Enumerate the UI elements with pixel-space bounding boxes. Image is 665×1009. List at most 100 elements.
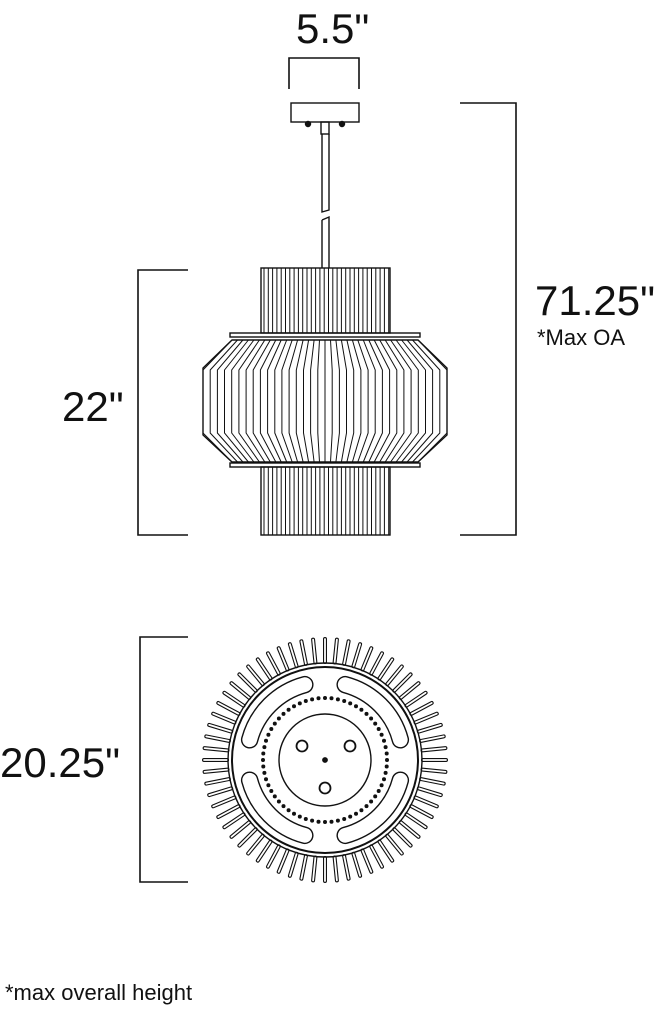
dot bbox=[303, 817, 308, 821]
center-dot bbox=[322, 757, 328, 763]
rib-inner bbox=[386, 834, 403, 855]
diameter-label: 20.25" bbox=[0, 739, 121, 786]
lower-cylinder bbox=[260, 466, 391, 536]
rib-inner bbox=[208, 787, 233, 796]
rib-inner bbox=[410, 702, 433, 715]
rib-inner bbox=[399, 682, 420, 699]
dot bbox=[292, 811, 296, 816]
rib-inner bbox=[277, 647, 289, 671]
lantern-rib bbox=[346, 339, 355, 463]
rib-inner bbox=[205, 778, 230, 785]
slot bbox=[240, 675, 314, 749]
dot bbox=[303, 699, 308, 703]
lantern-rib bbox=[351, 339, 362, 463]
lantern-rib bbox=[288, 339, 299, 463]
lantern-rib bbox=[245, 339, 266, 463]
dot bbox=[264, 738, 268, 743]
rib-inner bbox=[212, 796, 236, 808]
mount-hole bbox=[318, 781, 332, 795]
lantern-rib bbox=[368, 339, 383, 463]
rib-inner bbox=[405, 691, 427, 707]
rib-inner bbox=[352, 643, 362, 668]
dot bbox=[323, 820, 327, 824]
rib-inner bbox=[410, 805, 433, 818]
dot bbox=[354, 811, 358, 816]
lower-band bbox=[229, 462, 421, 468]
lantern-rib bbox=[357, 339, 369, 463]
rib-inner bbox=[420, 735, 445, 742]
rib-inner bbox=[247, 665, 264, 686]
rib-inner bbox=[256, 840, 272, 862]
dot bbox=[342, 817, 347, 821]
overall-height-bracket bbox=[460, 102, 517, 536]
lantern-rib bbox=[395, 339, 419, 463]
dot bbox=[359, 808, 364, 813]
rib-inner bbox=[208, 724, 233, 733]
lantern-rib bbox=[340, 339, 347, 463]
dot bbox=[266, 783, 271, 788]
mount-hole bbox=[295, 739, 309, 753]
dot bbox=[310, 697, 315, 702]
rib-inner bbox=[205, 735, 230, 742]
rib-inner bbox=[361, 647, 373, 671]
lantern-rib bbox=[252, 339, 271, 463]
rib-inner bbox=[223, 691, 245, 707]
mount-hole bbox=[343, 739, 357, 753]
bottom-rim-outer bbox=[227, 662, 423, 858]
rib-inner bbox=[230, 821, 251, 838]
dot bbox=[261, 764, 266, 769]
dot bbox=[264, 777, 268, 782]
footnote: *max overall height bbox=[5, 980, 193, 1005]
lantern-rib bbox=[362, 339, 376, 463]
lantern-rib bbox=[335, 339, 340, 463]
dot bbox=[261, 751, 266, 756]
dot bbox=[385, 758, 389, 762]
dot bbox=[329, 819, 334, 824]
dot bbox=[297, 701, 302, 706]
lantern-rib bbox=[417, 339, 448, 463]
rib-inner bbox=[267, 845, 280, 868]
rib-inner bbox=[333, 638, 338, 664]
rib-inner bbox=[370, 845, 383, 868]
dot bbox=[272, 794, 277, 799]
dot bbox=[276, 799, 281, 804]
fixture-height-bracket bbox=[137, 269, 188, 536]
rib-inner bbox=[343, 640, 350, 665]
lantern-rib bbox=[274, 339, 288, 463]
dot bbox=[329, 696, 334, 701]
rib-inner bbox=[343, 855, 350, 880]
dot bbox=[348, 701, 353, 706]
rib-inner bbox=[238, 673, 257, 692]
dot bbox=[281, 804, 286, 809]
dot bbox=[369, 716, 374, 721]
dot bbox=[272, 721, 277, 726]
dot bbox=[286, 707, 291, 712]
dot bbox=[359, 707, 364, 712]
lantern-rib bbox=[384, 339, 405, 463]
rib-inner bbox=[203, 768, 229, 773]
bottom-slots bbox=[240, 675, 410, 845]
dot bbox=[369, 799, 374, 804]
slot bbox=[240, 771, 314, 845]
bottom-rim-inner bbox=[231, 666, 419, 854]
rib-inner bbox=[333, 856, 338, 882]
lantern-rib bbox=[317, 339, 320, 463]
dot bbox=[379, 783, 384, 788]
lantern-rib bbox=[267, 339, 282, 463]
dot bbox=[384, 764, 389, 769]
rib-inner bbox=[277, 849, 289, 873]
rib-inner bbox=[300, 855, 307, 880]
fixture-height-label: 22" bbox=[62, 383, 124, 430]
dot bbox=[262, 770, 267, 775]
lantern-rib bbox=[216, 339, 244, 463]
dot bbox=[354, 704, 358, 709]
rib-inner bbox=[414, 712, 438, 724]
diameter-bracket bbox=[139, 636, 188, 883]
dot bbox=[292, 704, 296, 709]
rib-inner bbox=[288, 643, 298, 668]
rib-inner bbox=[217, 702, 240, 715]
rib-inner bbox=[370, 652, 383, 675]
lantern-rib bbox=[390, 339, 412, 463]
rib-inner bbox=[312, 638, 317, 664]
lantern-rib bbox=[238, 339, 260, 463]
